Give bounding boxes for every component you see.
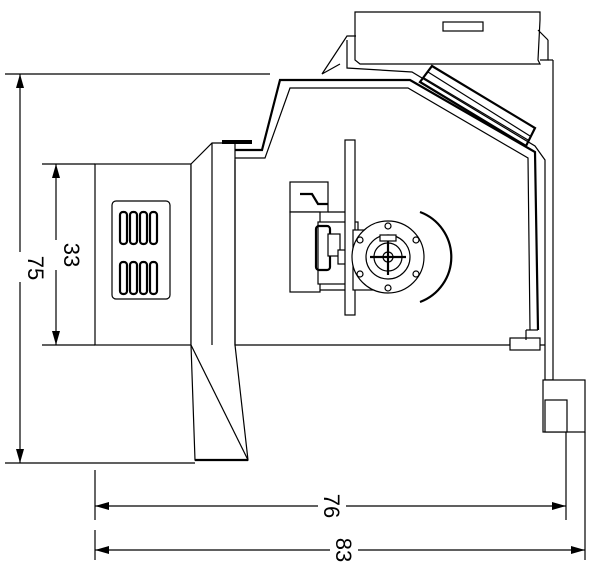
dimension-label-33: 33 xyxy=(59,243,84,267)
dimension-label-75: 75 xyxy=(23,256,48,280)
dimension-label-76: 76 xyxy=(319,494,344,518)
dimension-label-83: 83 xyxy=(331,538,356,562)
dimension-33-vertical: 33 xyxy=(42,163,95,346)
motor-housing xyxy=(94,163,192,346)
headstock xyxy=(190,140,252,462)
chuck xyxy=(351,210,453,304)
rear-foot xyxy=(542,379,586,433)
machine-guard xyxy=(217,64,540,331)
dimension-76-horizontal: 76 xyxy=(94,432,567,520)
vent-slots xyxy=(118,210,159,296)
dimension-83-horizontal: 83 xyxy=(94,432,586,562)
dimension-75-vertical: 75 xyxy=(5,73,270,464)
main-body xyxy=(234,160,545,351)
top-control-box xyxy=(354,11,549,65)
